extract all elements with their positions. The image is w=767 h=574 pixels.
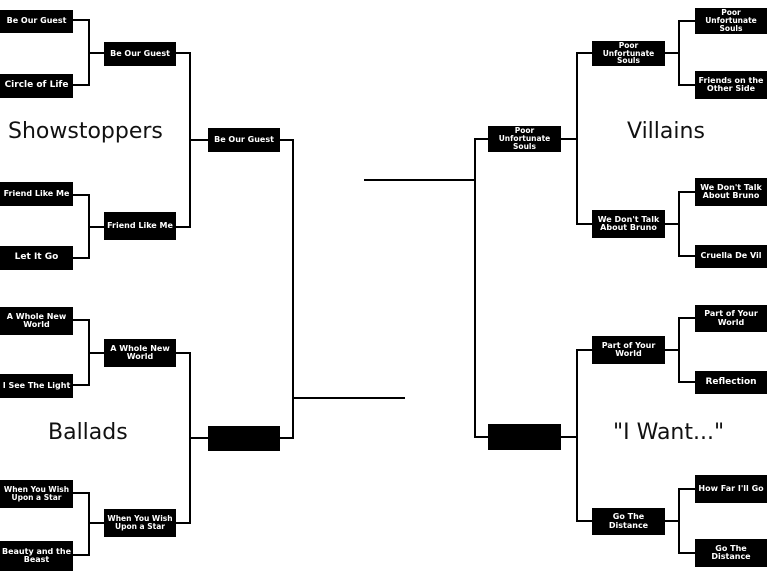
connector-l3	[280, 139, 405, 439]
bracket-slot-l2-2[interactable]: Friend Like Me	[104, 212, 176, 240]
bracket-slot-l3-2[interactable]	[208, 426, 280, 451]
bracket-slot-l1-5[interactable]: A Whole New World	[0, 307, 73, 335]
bracket-slot-r2-1[interactable]: Poor Unfortunate Souls	[592, 41, 665, 66]
bracket-slot-r1-8[interactable]: Go The Distance	[695, 539, 767, 567]
bracket-slot-l1-1[interactable]: Be Our Guest	[0, 10, 73, 33]
bracket-slot-r1-6[interactable]: Reflection	[695, 371, 767, 394]
bracket-slot-l1-4[interactable]: Let It Go	[0, 246, 73, 270]
bracket-slot-l1-3[interactable]: Friend Like Me	[0, 182, 73, 206]
connector-r2-a	[561, 52, 592, 225]
bracket-slot-r1-7[interactable]: How Far I'll Go	[695, 475, 767, 503]
bracket-slot-r3-1[interactable]: Poor Unfortunate Souls	[488, 126, 561, 152]
connector-l1-b	[73, 194, 104, 259]
bracket-slot-l1-6[interactable]: I See The Light	[0, 374, 73, 398]
bracket-slot-l2-3[interactable]: A Whole New World	[104, 339, 176, 367]
bracket-slot-r1-5[interactable]: Part of Your World	[695, 305, 767, 332]
bracket-slot-l2-1[interactable]: Be Our Guest	[104, 42, 176, 66]
connector-r3	[364, 138, 488, 438]
connector-r1-a	[665, 20, 695, 86]
bracket-slot-l3-1[interactable]: Be Our Guest	[208, 128, 280, 152]
bracket-slot-r1-4[interactable]: Cruella De Vil	[695, 245, 767, 268]
connector-r1-c	[665, 317, 695, 383]
bracket-slot-l2-4[interactable]: When You Wish Upon a Star	[104, 509, 176, 537]
bracket-slot-r1-2[interactable]: Friends on the Other Side	[695, 71, 767, 99]
region-label-ballads: Ballads	[48, 420, 128, 445]
connector-l1-d	[73, 492, 104, 556]
connector-l1-c	[73, 319, 104, 386]
bracket-slot-r1-3[interactable]: We Don't Talk About Bruno	[695, 178, 767, 206]
bracket-slot-r3-2[interactable]	[488, 424, 561, 450]
bracket-slot-r2-3[interactable]: Part of Your World	[592, 336, 665, 364]
connector-l2-b	[176, 352, 208, 524]
bracket-slot-l1-7[interactable]: When You Wish Upon a Star	[0, 480, 73, 508]
region-label-villains: Villains	[627, 119, 705, 144]
region-label-i-want: "I Want..."	[613, 420, 725, 445]
connector-r2-b	[561, 349, 592, 522]
bracket-slot-r1-1[interactable]: Poor Unfortunate Souls	[695, 8, 767, 34]
bracket-slot-r2-2[interactable]: We Don't Talk About Bruno	[592, 210, 665, 238]
region-label-showstoppers: Showstoppers	[8, 119, 163, 144]
connector-l1-a	[73, 19, 104, 86]
bracket-slot-r2-4[interactable]: Go The Distance	[592, 508, 665, 535]
connector-l2-a	[176, 52, 208, 228]
bracket-slot-l1-2[interactable]: Circle of Life	[0, 74, 73, 98]
connector-r1-d	[665, 488, 695, 554]
bracket-slot-l1-8[interactable]: Beauty and the Beast	[0, 541, 73, 571]
connector-r1-b	[665, 191, 695, 257]
